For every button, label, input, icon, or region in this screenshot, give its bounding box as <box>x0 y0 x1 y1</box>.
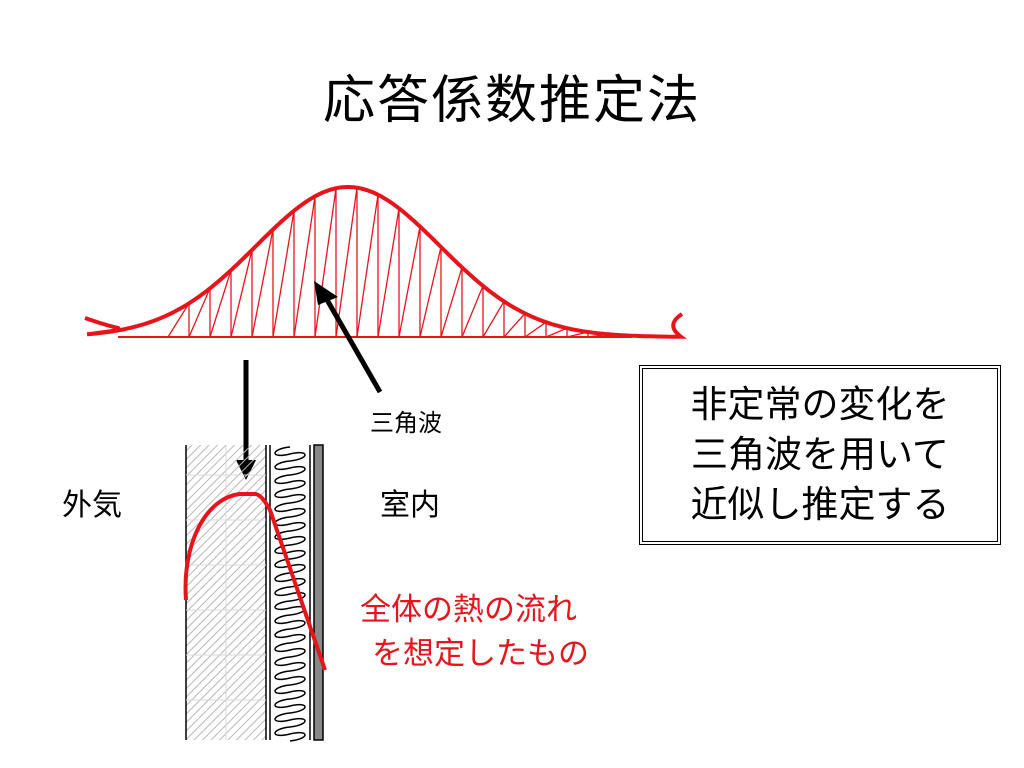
callout-line2: 三角波を用いて <box>691 433 949 476</box>
triangle-wave-line <box>482 301 505 338</box>
triangle-wave-line <box>524 321 547 338</box>
triangle-wave-line <box>545 327 568 338</box>
wall-concrete-layer <box>185 445 267 740</box>
heat-flow-note: 全体の熱の流れ を想定したもの <box>360 588 589 676</box>
temperature-profile-curve <box>183 492 327 671</box>
triangle-wave-line <box>167 302 190 338</box>
label-triangle-wave: 三角波 <box>370 409 442 437</box>
heat-flow-note-line2: を想定したもの <box>372 636 589 672</box>
wall-insulation-layer <box>269 445 306 742</box>
wall-interior-board <box>309 444 324 741</box>
triangle-wave-line <box>293 196 316 338</box>
triangle-wave-lines <box>167 187 610 338</box>
pointer-arrow <box>314 281 383 394</box>
triangle-wave-line <box>335 187 358 338</box>
triangle-wave-line <box>419 246 442 338</box>
slide-title: 応答係数推定法 <box>322 71 701 131</box>
triangle-wave-line <box>314 188 337 338</box>
triangle-wave-line <box>272 210 295 338</box>
triangle-wave-line <box>188 288 211 338</box>
bell-curve <box>84 185 688 339</box>
triangle-wave-line <box>377 208 400 338</box>
heat-flow-note-line1: 全体の熱の流れ <box>360 592 577 628</box>
triangle-wave-line <box>503 312 526 338</box>
label-outdoor: 外気 <box>62 488 122 523</box>
label-indoor: 室内 <box>380 488 440 523</box>
triangle-wave-line <box>230 249 253 338</box>
triangle-wave-line <box>209 270 232 338</box>
callout-line3: 近似し推定する <box>690 483 950 526</box>
triangle-wave-line <box>356 194 379 338</box>
explanation-callout: 非定常の変化を 三角波を用いて 近似し推定する <box>639 365 1001 545</box>
triangle-wave-line <box>461 285 484 338</box>
triangle-wave-line <box>398 226 421 338</box>
triangle-wave-line <box>440 267 463 338</box>
triangle-wave-line <box>251 229 274 338</box>
callout-line1: 非定常の変化を <box>690 383 950 426</box>
